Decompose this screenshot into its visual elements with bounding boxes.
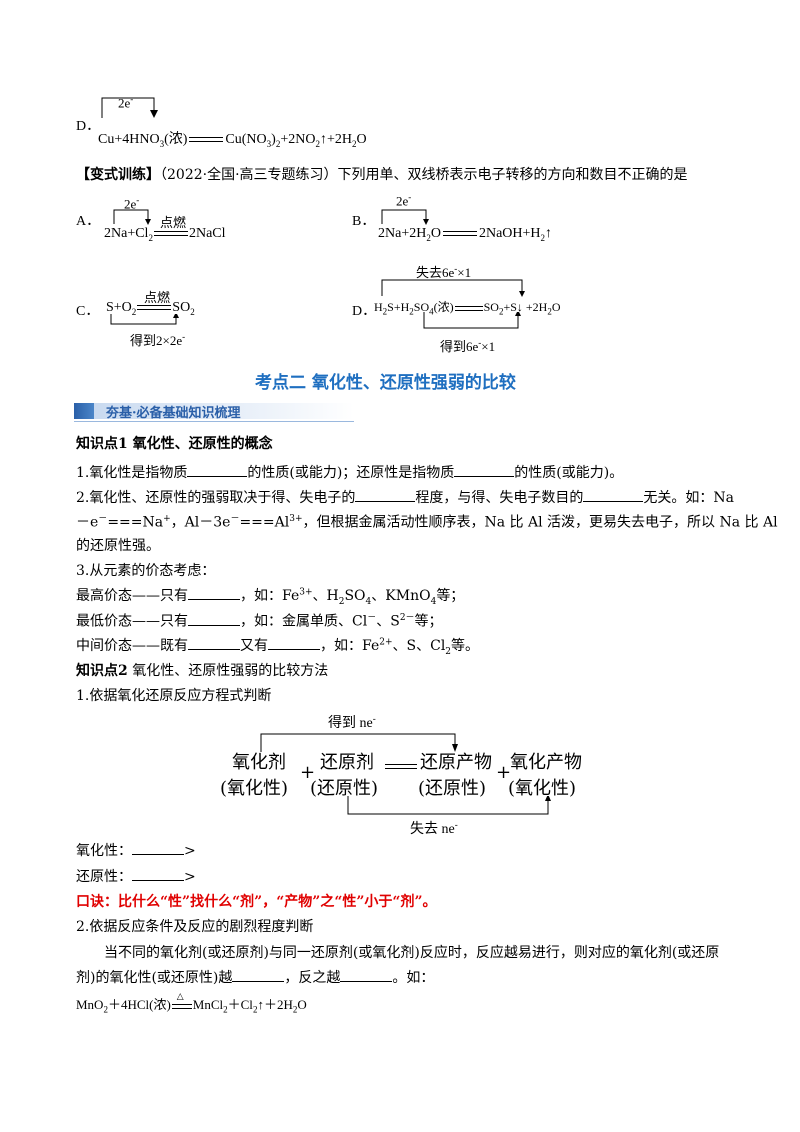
- option-d-label: D．: [352, 304, 377, 319]
- option-d-lose-bridge: [381, 279, 525, 297]
- final-equation: MnO2＋4HCl(浓)△MnCl2＋Cl2↑＋2H2O: [76, 991, 307, 1015]
- diagram-gain-label: 得到 ne-: [328, 713, 376, 731]
- option-c-label: C．: [76, 304, 100, 319]
- kp2-method2-text-2: 剂)的氧化性(或还原性)越，反之越。如：: [76, 967, 434, 987]
- kp2-method1: 1.依据氧化还原反应方程式判断: [76, 688, 272, 704]
- diagram-reduction-product: 还原产物: [420, 752, 492, 773]
- option-d-top-electron: 2e-: [118, 94, 134, 111]
- diagram-equals: [385, 764, 417, 769]
- option-b-electron: 2e-: [396, 192, 412, 209]
- kp1-p2: 2.氧化性、还原性的强弱取决于得、失电子的程度，与得、失电子数目的无关。如：Na: [76, 487, 734, 507]
- option-a-bridge: [113, 209, 151, 225]
- kp1-title: 知识点1 氧化性、还原性的概念: [76, 436, 273, 452]
- diagram-reductant: 还原剂: [320, 752, 374, 773]
- kp1-middle: 中间价态——既有又有，如：Fe2+、S、Cl2等。: [76, 635, 479, 656]
- diagram-oxidation-product: 氧化产物: [510, 752, 582, 773]
- option-b-bridge: [381, 209, 429, 225]
- kp1-lowest: 最低价态——只有，如：金属单质、Cl－、S2－等；: [76, 610, 443, 631]
- diagram-gain-bridge: [260, 733, 458, 752]
- kp1-p1: 1.氧化性是指物质的性质(或能力)；还原性是指物质的性质(或能力)。: [76, 462, 623, 482]
- option-d-gain: 得到6e-×1: [440, 337, 496, 354]
- option-d-top-equation: Cu+4HNO3(浓)Cu(NO3)2+2NO2↑+2H2O: [98, 132, 367, 149]
- option-c-condition: 点燃: [144, 290, 171, 305]
- diagram-reductant-prop: (还原性): [310, 778, 379, 799]
- section-banner: 夯基·必备基础知识梳理: [74, 400, 354, 424]
- diagram-reduction-product-prop: (还原性): [418, 778, 487, 799]
- section-title: 考点二 氧化性、还原性强弱的比较: [255, 373, 516, 393]
- kp2-method2: 2.依据反应条件及反应的剧烈程度判断: [76, 919, 314, 935]
- option-d-gain-bridge: [423, 312, 521, 329]
- diagram-lose-label: 失去 ne-: [410, 819, 458, 837]
- diagram-lose-bridge: [347, 796, 551, 815]
- option-d-lose: 失去6e-×1: [416, 263, 472, 280]
- option-c-gain: 得到2×2e-: [130, 331, 186, 348]
- variant-question: 【变式训练】（2022·全国·高三专题练习）下列用单、双线桥表示电子转移的方向和…: [76, 167, 688, 183]
- option-d-top-bridge: [101, 97, 158, 118]
- diagram-plus-2: +: [496, 762, 512, 783]
- option-a-condition: 点燃: [160, 215, 187, 230]
- kp1-p2-line2: －e－===Na+，Al－3e－===Al3+，但根据金属活动性顺序表，Na 比…: [76, 514, 778, 531]
- oxidizing-compare: 氧化性：>: [76, 840, 196, 860]
- mnemonic-tip: 口诀：比什么“性”找什么“剂”，“产物”之“性”小于“剂”。: [76, 894, 437, 910]
- option-d-top-label: D．: [76, 119, 101, 134]
- diagram-oxidation-product-prop: (氧化性): [508, 778, 577, 799]
- diagram-plus-1: +: [300, 762, 316, 783]
- option-d-equation: H2S+H2SO4(浓)SO2+S↓ +2H2O: [374, 300, 561, 317]
- reducing-compare: 还原性：>: [76, 866, 196, 886]
- kp1-p3: 3.从元素的价态考虑：: [76, 563, 216, 579]
- kp1-highest: 最高价态——只有，如：Fe3+、H2SO4、KMnO4等；: [76, 585, 464, 606]
- diagram-oxidant-prop: (氧化性): [220, 778, 289, 799]
- diagram-oxidant: 氧化剂: [232, 752, 286, 773]
- kp2-title: 知识点2 氧化性、还原性强弱的比较方法: [76, 663, 329, 679]
- option-a-electron: 2e-: [124, 195, 140, 212]
- option-a-label: A．: [76, 214, 101, 229]
- option-b-label: B．: [352, 214, 376, 229]
- kp1-p2-line3: 的还原性强。: [76, 538, 160, 554]
- option-c-bridge: [110, 314, 179, 325]
- kp2-method2-text: 当不同的氧化剂(或还原剂)与同一还原剂(或氧化剂)反应时，反应越易进行，则对应的…: [104, 945, 720, 961]
